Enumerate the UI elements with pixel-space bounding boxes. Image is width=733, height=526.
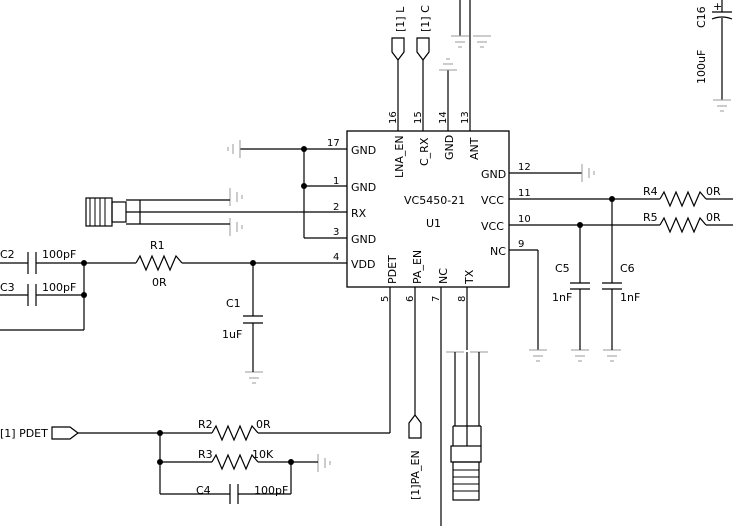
ic-bottom-pins bbox=[389, 287, 468, 526]
c3-ref: C3 bbox=[0, 281, 15, 294]
c4-value: 100pF bbox=[254, 484, 288, 497]
ic-body bbox=[346, 130, 510, 288]
port-flag-lna-en bbox=[391, 37, 405, 61]
capacitor-c5 bbox=[570, 225, 590, 350]
c6-value: 1nF bbox=[620, 291, 640, 304]
c5-value: 1nF bbox=[552, 291, 572, 304]
rf-connector-rx bbox=[85, 188, 243, 236]
capacitor-c4 bbox=[160, 484, 291, 504]
pin-2-name: RX bbox=[351, 207, 367, 220]
pin-17-name: GND bbox=[351, 144, 376, 157]
port-flag-pa-en bbox=[408, 414, 422, 439]
pin-15-number: 15 bbox=[413, 111, 424, 124]
capacitor-c2 bbox=[0, 252, 84, 274]
pin-16-name: LNA_EN bbox=[393, 135, 406, 178]
pin-10-number: 10 bbox=[518, 214, 531, 225]
ground-symbol-c16 bbox=[713, 80, 731, 112]
pin-13-number: 13 bbox=[460, 111, 471, 124]
pin-8-number: 8 bbox=[457, 296, 468, 302]
ground-symbol-pin12 bbox=[581, 164, 595, 182]
pin-12-number: 12 bbox=[518, 162, 531, 173]
ground-symbol-c5 bbox=[571, 349, 589, 362]
resistor-r5 bbox=[659, 216, 733, 234]
c1-value: 1uF bbox=[222, 328, 242, 341]
r4-ref: R4 bbox=[643, 185, 658, 198]
r5-value: 0R bbox=[706, 211, 721, 224]
r1-ref: R1 bbox=[150, 239, 165, 252]
pin-8-name: TX bbox=[463, 269, 476, 285]
capacitor-c6 bbox=[602, 199, 622, 350]
pin-17-number: 17 bbox=[327, 138, 340, 149]
ic-part-label: VC5450-21 bbox=[404, 194, 465, 207]
ic-left-pins bbox=[156, 146, 347, 264]
ground-symbol-r3 bbox=[317, 454, 331, 472]
c6-ref: C6 bbox=[620, 262, 635, 275]
pin-4-name: VDD bbox=[351, 258, 375, 271]
ground-symbol-c1 bbox=[245, 371, 263, 384]
pin-3-name: GND bbox=[351, 233, 376, 246]
pin-5-number: 5 bbox=[380, 296, 391, 302]
c4-ref: C4 bbox=[196, 484, 211, 497]
pin-13-name: ANT bbox=[468, 137, 481, 160]
svg-text:+: + bbox=[713, 0, 722, 13]
pin-11-name: VCC bbox=[481, 194, 504, 207]
capacitor-c3 bbox=[0, 260, 87, 331]
resistor-r4 bbox=[659, 190, 733, 208]
resistor-r1 bbox=[84, 254, 183, 272]
resistor-r2 bbox=[160, 424, 390, 442]
r1-value: 0R bbox=[152, 276, 167, 289]
pin-6-number: 6 bbox=[405, 296, 416, 302]
ground-symbol-pin14 bbox=[439, 58, 457, 80]
c1-ref: C1 bbox=[226, 297, 241, 310]
capacitor-c1 bbox=[243, 260, 263, 372]
rf-connector-tx bbox=[446, 351, 488, 501]
c2-value: 100pF bbox=[42, 248, 76, 261]
ic-ref-label: U1 bbox=[426, 217, 441, 230]
c5-ref: C5 bbox=[555, 262, 570, 275]
r2-value: 0R bbox=[256, 418, 271, 431]
port-top-left-label: [1] L bbox=[394, 6, 407, 32]
ground-symbol-top-antenna bbox=[451, 0, 491, 48]
c16-ref: C16 bbox=[695, 6, 708, 28]
c2-ref: C2 bbox=[0, 248, 15, 261]
pin-5-name: PDET bbox=[386, 255, 399, 284]
pin-14-name: GND bbox=[443, 135, 456, 160]
ground-symbol-c6 bbox=[603, 349, 621, 362]
pin-1-number: 1 bbox=[333, 176, 339, 187]
port-flag-pdet bbox=[51, 426, 163, 494]
ground-symbol-pin9 bbox=[529, 349, 547, 362]
pin-7-name: NC bbox=[437, 268, 450, 284]
c16-value: 100uF bbox=[695, 50, 708, 84]
port-top-right-label: [1] C bbox=[419, 5, 432, 32]
pin-10-name: VCC bbox=[481, 220, 504, 233]
pin-9-name: NC bbox=[490, 245, 506, 258]
pin-4-number: 4 bbox=[333, 252, 339, 263]
r3-value: 10K bbox=[252, 448, 274, 461]
pin-12-name: GND bbox=[481, 168, 506, 181]
r2-ref: R2 bbox=[198, 418, 213, 431]
resistor-r3 bbox=[160, 453, 318, 494]
pin-11-number: 11 bbox=[518, 188, 531, 199]
pin-3-number: 3 bbox=[333, 227, 339, 238]
pin-9-number: 9 bbox=[518, 239, 524, 250]
pin-14-number: 14 bbox=[438, 111, 449, 124]
pin-6-name: PA_EN bbox=[411, 250, 424, 284]
pin-1-name: GND bbox=[351, 181, 376, 194]
ground-symbol-left-top bbox=[227, 140, 270, 158]
r4-value: 0R bbox=[706, 185, 721, 198]
c3-value: 100pF bbox=[42, 281, 76, 294]
pin-16-number: 16 bbox=[388, 111, 399, 124]
capacitor-c16: + bbox=[711, 0, 733, 80]
pin-2-number: 2 bbox=[333, 202, 339, 213]
pin-7-number: 7 bbox=[431, 296, 442, 302]
port-pdet-label: [1] PDET bbox=[0, 427, 48, 440]
r5-ref: R5 bbox=[643, 211, 658, 224]
port-flag-c-rx bbox=[416, 37, 430, 61]
r3-ref: R3 bbox=[198, 448, 213, 461]
ic-right-pins bbox=[509, 172, 660, 350]
pin-15-name: C_RX bbox=[418, 137, 431, 166]
ic-top-pins bbox=[397, 0, 471, 131]
port-pa-en-label: [1]PA_EN bbox=[409, 450, 422, 500]
